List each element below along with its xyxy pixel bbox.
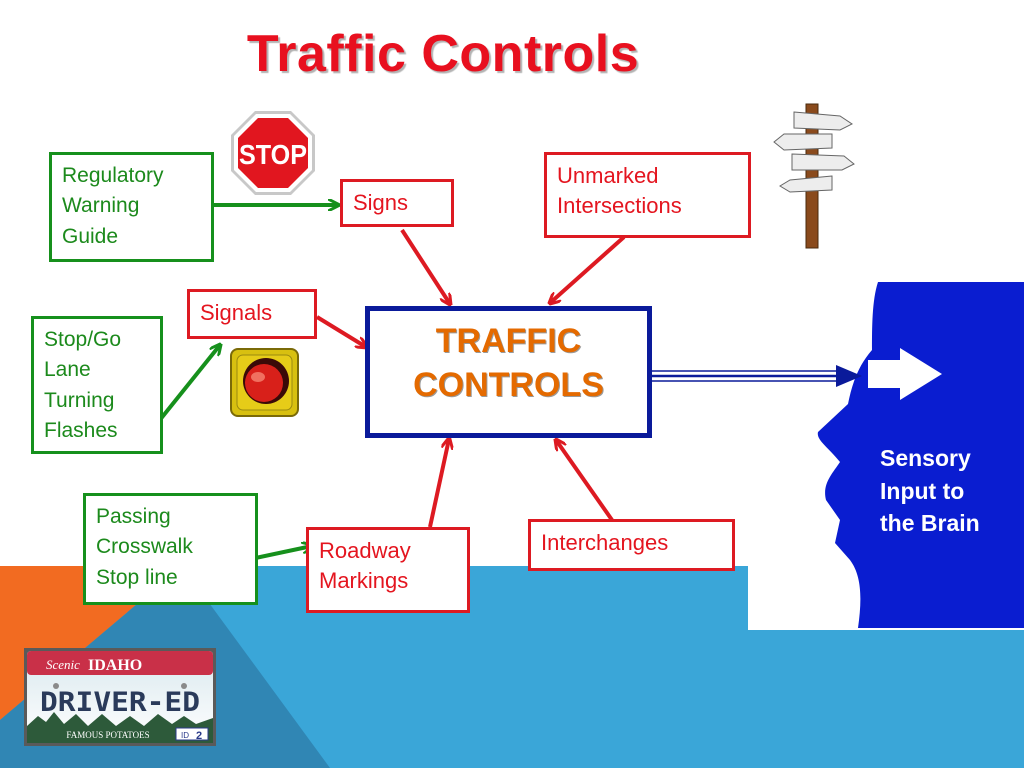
arrow-center-to-head-head — [836, 365, 862, 387]
unmarked-line-1: Unmarked — [557, 163, 659, 188]
signs-label: Signs — [353, 190, 409, 215]
signs-box: Signs — [340, 179, 454, 227]
plate-bottom-text: FAMOUS POTATOES — [66, 730, 149, 740]
stop-sign-icon: STOP — [231, 111, 315, 195]
plate-scenic-text: Scenic — [46, 657, 80, 672]
sensory-input-label: Sensory Input to the Brain — [880, 442, 980, 540]
traffic-controls-box: TRAFFIC CONTROLS — [365, 306, 652, 438]
head-silhouette-icon — [817, 282, 1024, 628]
plate-idaho-text: IDAHO — [88, 657, 142, 674]
traffic-signal-icon — [230, 348, 299, 417]
sign-types-box: Regulatory Warning Guide — [49, 152, 214, 262]
license-plate-icon: Scenic IDAHO DRIVER-ED FAMOUS POTATOES I… — [24, 648, 216, 746]
sensory-line-3: the Brain — [880, 510, 980, 537]
marking-types-box: Passing Crosswalk Stop line — [83, 493, 258, 605]
roadway-markings-box: Roadway Markings — [306, 527, 470, 613]
unmarked-intersections-box: Unmarked Intersections — [544, 152, 751, 238]
sensory-line-1: Sensory — [880, 445, 971, 471]
markings-line-2: Markings — [319, 567, 409, 593]
plate-tag-right: 2 — [196, 730, 202, 742]
sign-type-1: Regulatory — [62, 164, 164, 187]
sign-type-3: Guide — [62, 224, 119, 248]
head-arrow-icon — [868, 348, 942, 400]
sensory-line-2: Input to — [880, 477, 965, 504]
arrow-signals-to-center — [315, 315, 366, 347]
signal-types-box: Stop/Go Lane Turning Flashes — [31, 316, 163, 454]
signals-label: Signals — [200, 300, 273, 325]
stop-sign-text: STOP — [239, 139, 307, 170]
arrow-interchanges-to-center — [556, 440, 614, 522]
center-line-2: CONTROLS — [413, 366, 604, 405]
signals-box: Signals — [187, 289, 317, 339]
arrow-types-to-signals — [153, 345, 220, 428]
marking-type-2: Crosswalk — [96, 535, 193, 559]
page-title: Traffic Controls — [246, 25, 640, 83]
interchanges-box: Interchanges — [528, 519, 735, 571]
marking-type-3: Stop line — [96, 565, 178, 589]
signal-type-4: Flashes — [44, 419, 118, 443]
signal-type-3: Turning — [44, 388, 115, 412]
arrow-unmarked-to-center — [550, 235, 626, 303]
sign-type-2: Warning — [62, 194, 140, 218]
interchanges-label: Interchanges — [541, 530, 669, 555]
markings-line-1: Roadway — [319, 538, 411, 563]
signal-type-2: Lane — [44, 358, 91, 382]
unmarked-line-2: Intersections — [557, 192, 682, 218]
signal-type-1: Stop/Go — [44, 328, 122, 351]
marking-type-1: Passing — [96, 505, 171, 528]
plate-main-text: DRIVER-ED — [40, 687, 200, 718]
signpost-icon — [773, 103, 855, 249]
arrow-signs-to-center — [400, 228, 450, 304]
center-line-1: TRAFFIC — [435, 322, 582, 360]
plate-tag-left: ID — [181, 731, 189, 740]
arrow-markings-to-center — [428, 439, 449, 528]
